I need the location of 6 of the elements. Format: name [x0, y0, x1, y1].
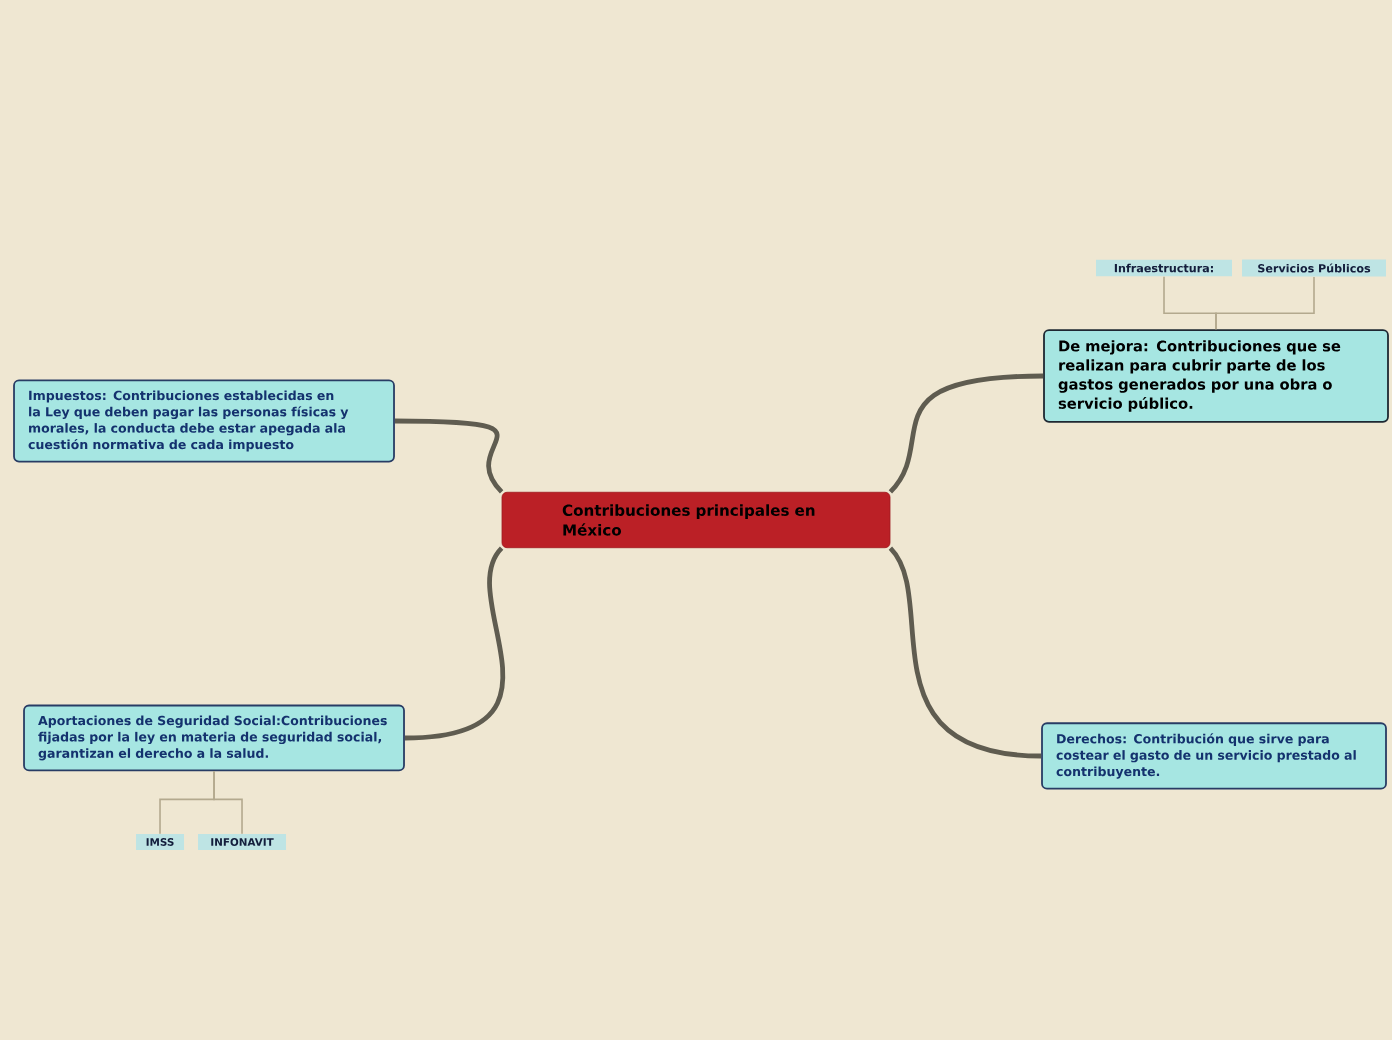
connector — [1215, 276, 1315, 331]
connector — [213, 770, 243, 835]
connector — [888, 546, 1042, 759]
connector — [888, 373, 1044, 494]
connector — [404, 546, 506, 741]
connector — [394, 418, 504, 494]
